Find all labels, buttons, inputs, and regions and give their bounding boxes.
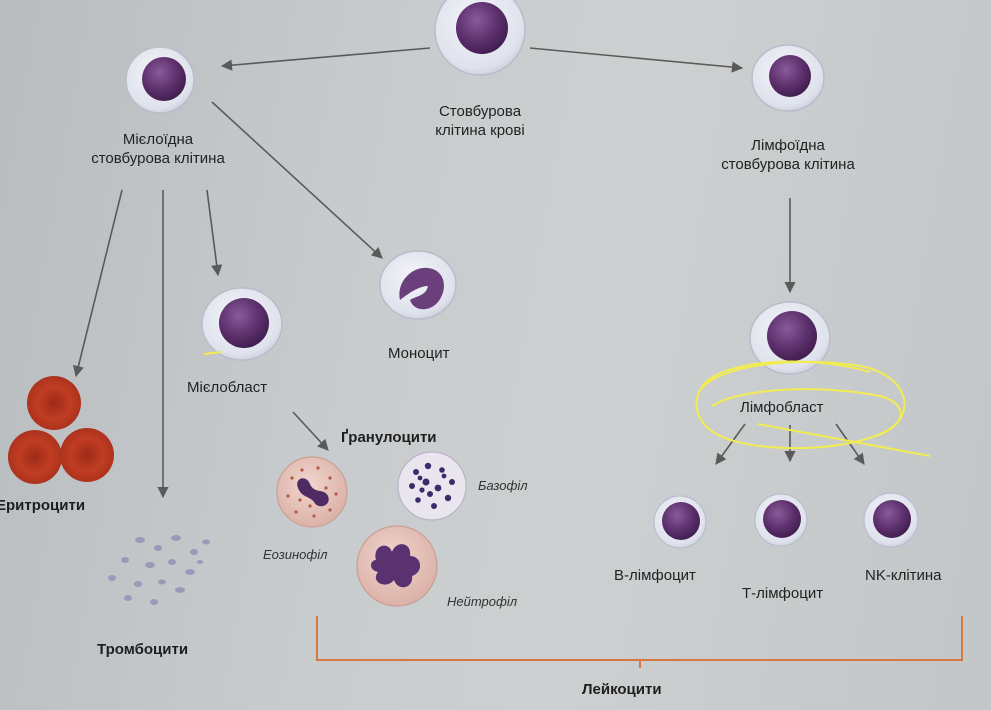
erythrocytes-image — [8, 376, 114, 484]
myeloid-label-line1: Мієлоїдна — [122, 131, 194, 148]
nk-cell-image — [863, 492, 919, 548]
arrow-lymphoblast-to-b — [715, 423, 746, 465]
lymphoid-stem-cell-label: Лімфоїдна стовбурова клітина — [721, 136, 855, 174]
stem-cell-label: Стовбурова клітина крові — [435, 102, 524, 140]
myeloid-stem-cell-image — [125, 46, 195, 114]
neutrophil-label: Нейтрофіл — [447, 594, 518, 609]
monocyte-image — [379, 250, 457, 320]
t-lymphocyte-image — [754, 493, 808, 547]
basophil-image — [397, 451, 467, 521]
arrow-myeloid-to-erythrocytes — [72, 189, 123, 378]
highlight-scribble — [695, 360, 931, 457]
nk-cell-label: NK-клітина — [865, 567, 942, 584]
eosinophil-image — [276, 456, 348, 528]
stem-cell-label-line1: Стовбурова — [438, 103, 522, 120]
arrow-myeloblast-to-granulocytes — [292, 411, 329, 451]
leukocytes-label: Лейкоцити — [582, 681, 662, 698]
arrow-stem-to-myeloid — [220, 47, 431, 71]
b-lymphocyte-label: В-лімфоцит — [614, 567, 696, 584]
leukocytes-bracket — [316, 616, 963, 668]
lymphoid-label-line1: Лімфоїдна — [751, 137, 825, 154]
basophil-label: Базофіл — [478, 478, 528, 493]
stem-cell-image — [434, 0, 526, 76]
myeloblast-label: Мієлобласт — [187, 379, 268, 396]
myeloid-stem-cell-label: Мієлоїдна стовбурова клітина — [91, 130, 225, 168]
b-lymphocyte-image — [653, 495, 707, 549]
erythrocytes-label: Еритроцити — [0, 497, 86, 514]
monocyte-label: Моноцит — [388, 345, 450, 362]
stem-cell-label-line2: клітина крові — [435, 122, 525, 139]
platelets-label: Тромбоцити — [97, 641, 189, 658]
lymphoblast-image — [749, 301, 831, 375]
myeloblast-image — [201, 287, 283, 361]
myeloid-label-line2: стовбурова клітина — [91, 150, 225, 167]
lymphoid-stem-cell-image — [751, 44, 825, 112]
arrow-stem-to-lymphoid — [529, 47, 744, 73]
neutrophil-image — [356, 525, 438, 607]
granulocytes-label: Ґранулоцити — [341, 429, 437, 446]
t-lymphocyte-label: Т-лімфоцит — [742, 585, 824, 602]
arrow-myeloid-to-monocyte — [211, 101, 383, 259]
lymphoid-label-line2: стовбурова клітина — [721, 156, 855, 173]
eosinophil-label: Еозинофіл — [263, 547, 328, 562]
arrow-myeloid-to-myeloblast — [206, 189, 223, 277]
lymphoblast-label: Лімфобласт — [740, 399, 824, 416]
platelets-image — [108, 535, 210, 605]
